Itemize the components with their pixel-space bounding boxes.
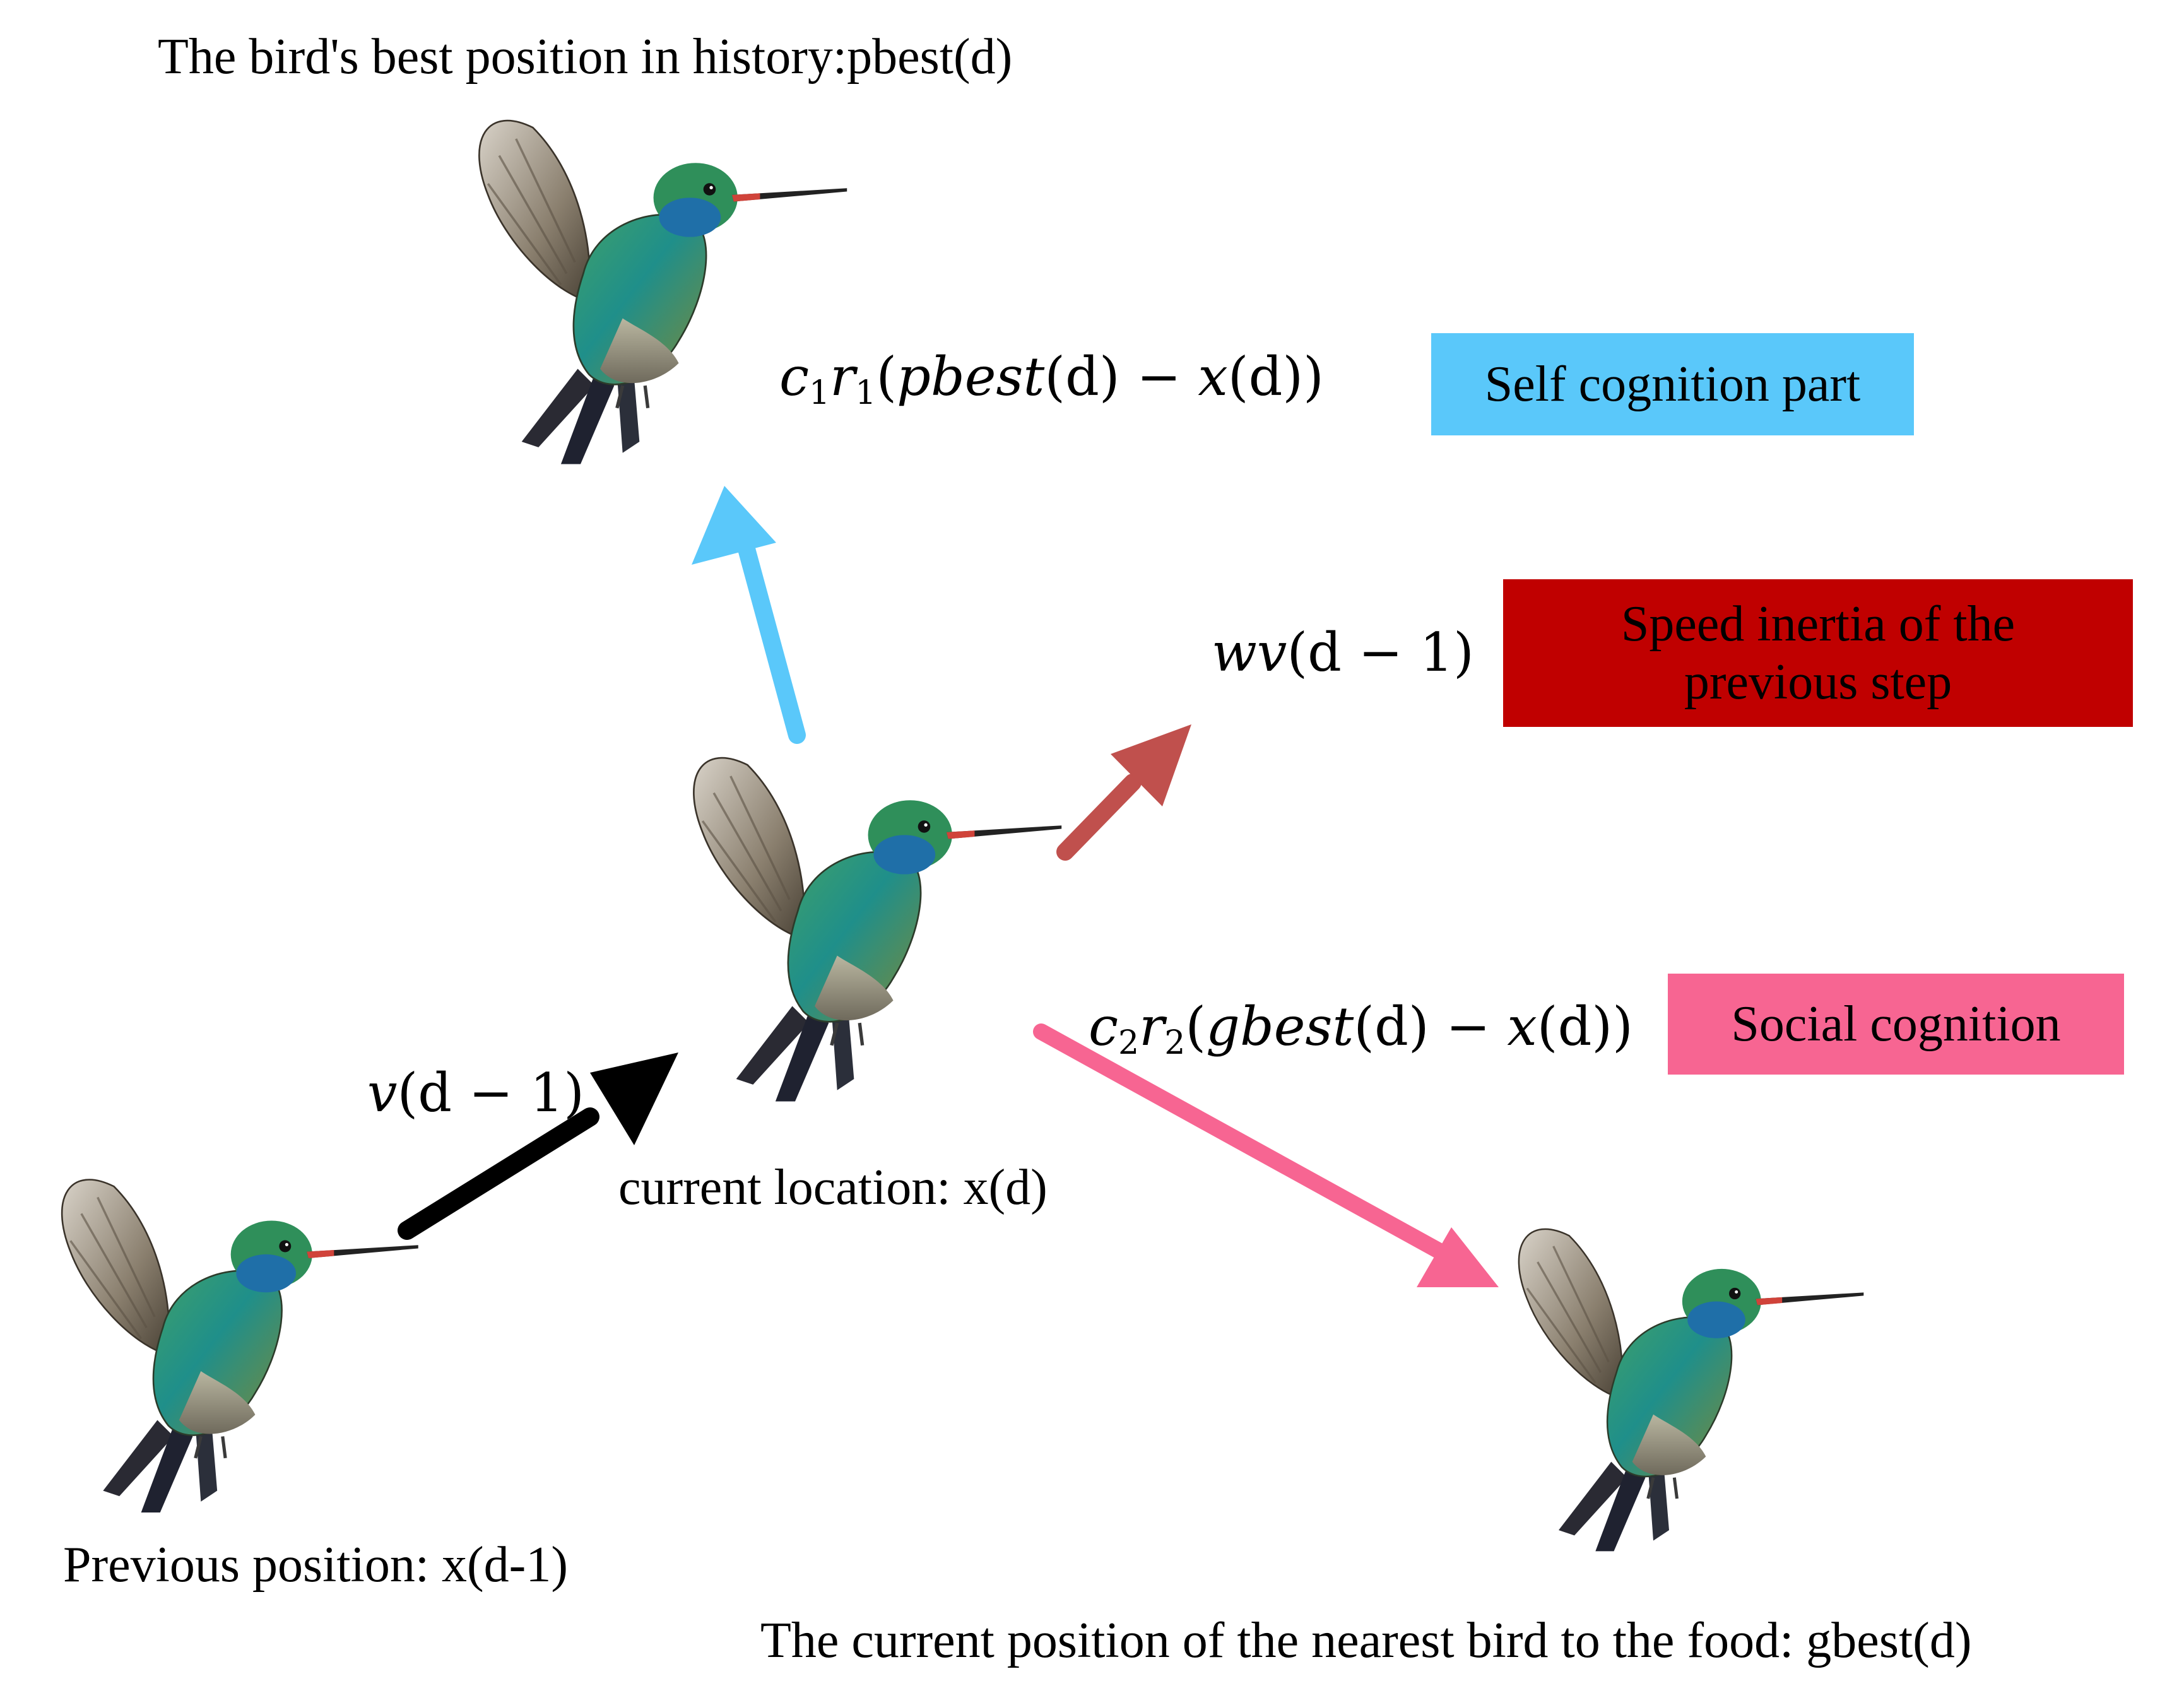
self-cognition-label: Self cognition part — [1484, 357, 1861, 412]
social-cognition-formula: c2r2(gbest(d) − x(d)) — [1089, 996, 1633, 1062]
social-cognition-label: Social cognition — [1731, 996, 2061, 1052]
velocity-formula: v(d − 1) — [367, 1062, 585, 1124]
inertia-arrow — [1056, 724, 1191, 861]
self-cognition-formula: c1r1(pbest(d) − x(d)) — [779, 346, 1324, 412]
inertia-box: Speed inertia of the previous step — [1503, 579, 2133, 727]
pbest-caption: The bird's best position in history:pbes… — [158, 29, 1013, 85]
previous-position-caption: Previous position: x(d-1) — [63, 1537, 568, 1593]
gbest-caption: The current position of the nearest bird… — [760, 1613, 1972, 1668]
inertia-label-line2: previous step — [1684, 654, 1952, 710]
hummingbird-previous-icon — [38, 1155, 429, 1533]
self-cognition-box: Self cognition part — [1431, 333, 1914, 435]
inertia-formula: wv(d − 1) — [1212, 622, 1474, 683]
social-cognition-arrow — [1033, 1023, 1499, 1287]
current-location-caption: current location: x(d) — [618, 1160, 1048, 1215]
velocity-arrow — [398, 1052, 678, 1240]
social-cognition-box: Social cognition — [1668, 974, 2124, 1075]
inertia-label-line1: Speed inertia of the — [1620, 596, 2016, 652]
hummingbird-current-icon — [669, 738, 1073, 1117]
self-cognition-arrow — [692, 486, 806, 744]
hummingbird-gbest-icon — [1496, 1199, 1874, 1577]
hummingbird-pbest-icon — [454, 101, 858, 480]
